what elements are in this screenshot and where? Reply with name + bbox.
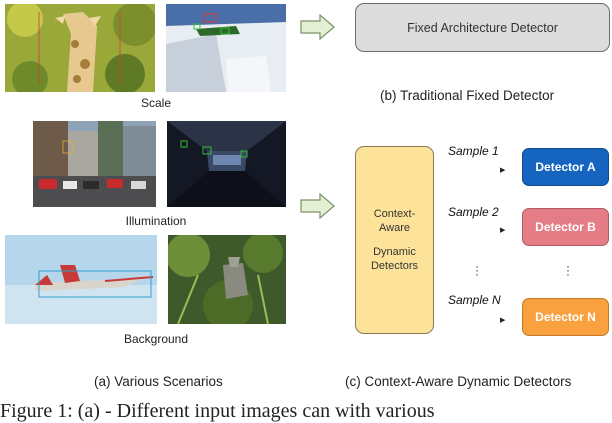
context-line-4: Detectors xyxy=(370,260,419,272)
right-arrow-icon-top xyxy=(300,14,335,40)
context-line-1: Context- xyxy=(373,207,416,220)
caption-context-aware-dynamic-detectors: (c) Context-Aware Dynamic Detectors xyxy=(345,374,572,389)
detector-n-box: Detector N xyxy=(522,298,609,336)
caption-various-scenarios: (a) Various Scenarios xyxy=(94,374,223,389)
airplane-photo xyxy=(5,235,157,324)
pointer-icon-sample-n: ▶ xyxy=(500,317,506,324)
detector-a-box: Detector A xyxy=(522,148,609,186)
caption-traditional-fixed-detector: (b) Traditional Fixed Detector xyxy=(380,88,555,103)
right-arrow-icon-bottom xyxy=(300,193,335,219)
context-line-3: Dynamic xyxy=(373,245,416,258)
dark-tunnel-photo xyxy=(167,121,286,207)
sample-1-label: Sample 1 xyxy=(448,144,499,158)
scale-label: Scale xyxy=(140,96,172,110)
giraffe-photo xyxy=(5,4,155,92)
context-line-2: Aware xyxy=(379,222,410,234)
ellipsis-icon-samples: ··· xyxy=(475,259,479,281)
background-label: Background xyxy=(123,332,189,346)
ellipsis-icon-detectors: ··· xyxy=(566,259,570,281)
detector-b-box: Detector B xyxy=(522,208,609,246)
context-aware-dynamic-detectors-box: Context- Aware Dynamic Detectors xyxy=(355,146,434,334)
pointer-icon-sample-2: ▶ xyxy=(500,227,506,234)
pointer-icon-sample-1: ▶ xyxy=(500,167,506,174)
sample-2-label: Sample 2 xyxy=(448,205,499,219)
sample-n-label: Sample N xyxy=(448,293,501,307)
fixed-architecture-detector-box: Fixed Architecture Detector xyxy=(355,3,610,52)
street-photo xyxy=(33,121,156,207)
figure-caption: Figure 1: (a) - Different input images c… xyxy=(0,400,435,422)
plants-photo xyxy=(168,235,286,324)
snowy-slope-photo xyxy=(166,4,286,92)
illumination-label: Illumination xyxy=(125,214,187,228)
